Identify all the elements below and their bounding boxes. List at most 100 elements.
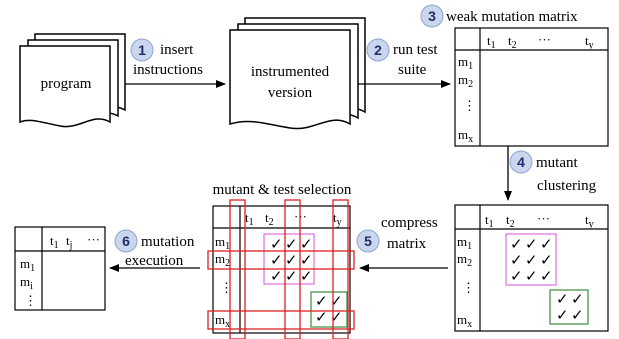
cm-checks: ✓ ✓ ✓ ✓ ✓ ✓ ✓ ✓ ✓ ✓ ✓ ✓ ✓	[510, 235, 584, 324]
check-mark: ✓	[270, 235, 283, 253]
step-3-circle	[420, 4, 444, 28]
check-mark: ✓	[540, 251, 553, 269]
step-2-badge: 2	[366, 38, 390, 62]
step-5-label-line1: compress	[381, 215, 438, 231]
check-mark: ✓	[540, 267, 553, 285]
step-4-badge: 4	[509, 150, 533, 174]
cm-col-t2: t2	[506, 212, 515, 230]
cm-col-ellipsis: ···	[537, 211, 550, 226]
cm-col-t1: t1	[485, 212, 494, 230]
wmm-col-ty: ty	[585, 33, 594, 51]
wmm-row-ellipsis: ⋮	[463, 98, 476, 113]
step-4-label-line1: mutant	[536, 155, 578, 171]
step-4-label-line2: clustering	[537, 178, 597, 194]
cm-row-m2: m2	[457, 251, 472, 269]
cm-col-ty: ty	[585, 212, 594, 230]
step-1-number: 1	[138, 42, 146, 58]
step-2-label-line2: suite	[398, 62, 427, 78]
selected-row-m2	[207, 250, 355, 270]
sel-row-m1: m1	[215, 234, 230, 252]
step-4-circle	[509, 150, 533, 174]
check-mark: ✓	[300, 235, 313, 253]
sel-col-t1: t1	[245, 210, 254, 228]
check-mark: ✓	[571, 290, 584, 308]
check-mark: ✓	[525, 251, 538, 269]
sel-row-mx: mx	[215, 312, 230, 330]
instrumented-label-line2: version	[268, 85, 313, 101]
check-mark: ✓	[525, 235, 538, 253]
step-5-circle	[356, 229, 380, 253]
check-mark: ✓	[556, 306, 569, 324]
step-5-badge: 5	[356, 229, 380, 253]
step-2-circle	[366, 38, 390, 62]
step-5-label-line2: matrix	[387, 236, 427, 252]
sel-col-ty: ty	[333, 210, 342, 228]
instrumented-document-stack	[229, 17, 366, 130]
selection-highlights	[207, 199, 355, 339]
cm-cluster-magenta	[505, 233, 557, 286]
sel-col-t2: t2	[265, 210, 274, 228]
step-1-badge: 1	[130, 38, 154, 62]
sel-row-ellipsis: ⋮	[220, 280, 233, 295]
check-mark: ✓	[540, 235, 553, 253]
check-mark: ✓	[571, 306, 584, 324]
check-mark: ✓	[315, 292, 328, 310]
check-mark: ✓	[525, 267, 538, 285]
check-mark: ✓	[556, 290, 569, 308]
wmm-row-m1: m1	[458, 54, 473, 72]
cm-row-ellipsis: ⋮	[462, 280, 475, 295]
step-4-number: 4	[517, 154, 525, 170]
step-3-number: 3	[428, 8, 436, 24]
final-matrix	[14, 226, 106, 311]
fin-col-tj: tj	[66, 233, 72, 251]
check-mark: ✓	[285, 267, 298, 285]
wmm-row-mx: mx	[458, 127, 473, 145]
check-mark: ✓	[300, 267, 313, 285]
cm-cluster-green	[549, 289, 589, 325]
fin-row-m1: m1	[20, 256, 35, 274]
check-mark: ✓	[270, 267, 283, 285]
check-mark: ✓	[315, 308, 328, 326]
step-6-circle	[114, 229, 138, 253]
selected-row-mx	[207, 310, 355, 330]
step-1-circle	[130, 38, 154, 62]
sel-cluster-green	[310, 291, 348, 328]
sel-cluster-magenta	[263, 233, 315, 285]
fin-col-t1: t1	[50, 233, 59, 251]
check-mark: ✓	[285, 251, 298, 269]
check-mark: ✓	[510, 267, 523, 285]
step-3-badge: 3	[420, 4, 444, 28]
step-3-label: weak mutation matrix	[446, 9, 578, 25]
program-label: program	[41, 76, 92, 92]
instrumented-label-line1: instrumented	[251, 64, 330, 80]
check-mark: ✓	[300, 251, 313, 269]
cm-row-mx: mx	[457, 312, 472, 330]
step-1-label-line2: instructions	[133, 62, 203, 78]
step-6-badge: 6	[114, 229, 138, 253]
clustered-matrix	[454, 204, 609, 332]
check-mark: ✓	[270, 251, 283, 269]
step-6-label-line2: execution	[125, 253, 184, 269]
fin-row-mi: mi	[20, 274, 33, 292]
program-document-stack	[19, 33, 126, 128]
fin-row-ellipsis: ⋮	[24, 293, 37, 308]
check-mark: ✓	[510, 235, 523, 253]
step-6-number: 6	[122, 233, 130, 249]
wmm-col-t1: t1	[487, 33, 496, 51]
fin-col-ellipsis: ···	[87, 232, 100, 247]
step-5-number: 5	[364, 233, 372, 249]
step-2-label-line1: run test	[393, 42, 438, 58]
wmm-col-t2: t2	[508, 33, 517, 51]
sel-row-m2: m2	[215, 251, 230, 269]
check-mark: ✓	[285, 235, 298, 253]
wmm-col-ellipsis: ···	[538, 32, 551, 47]
weak-mutation-matrix	[454, 27, 609, 147]
check-mark: ✓	[510, 251, 523, 269]
cm-row-m1: m1	[457, 234, 472, 252]
selection-title: mutant & test selection	[213, 182, 352, 198]
step-2-number: 2	[374, 42, 382, 58]
wmm-row-m2: m2	[458, 72, 473, 90]
step-6-label-line1: mutation	[141, 234, 195, 250]
step-1-label-line1: insert	[160, 42, 194, 58]
